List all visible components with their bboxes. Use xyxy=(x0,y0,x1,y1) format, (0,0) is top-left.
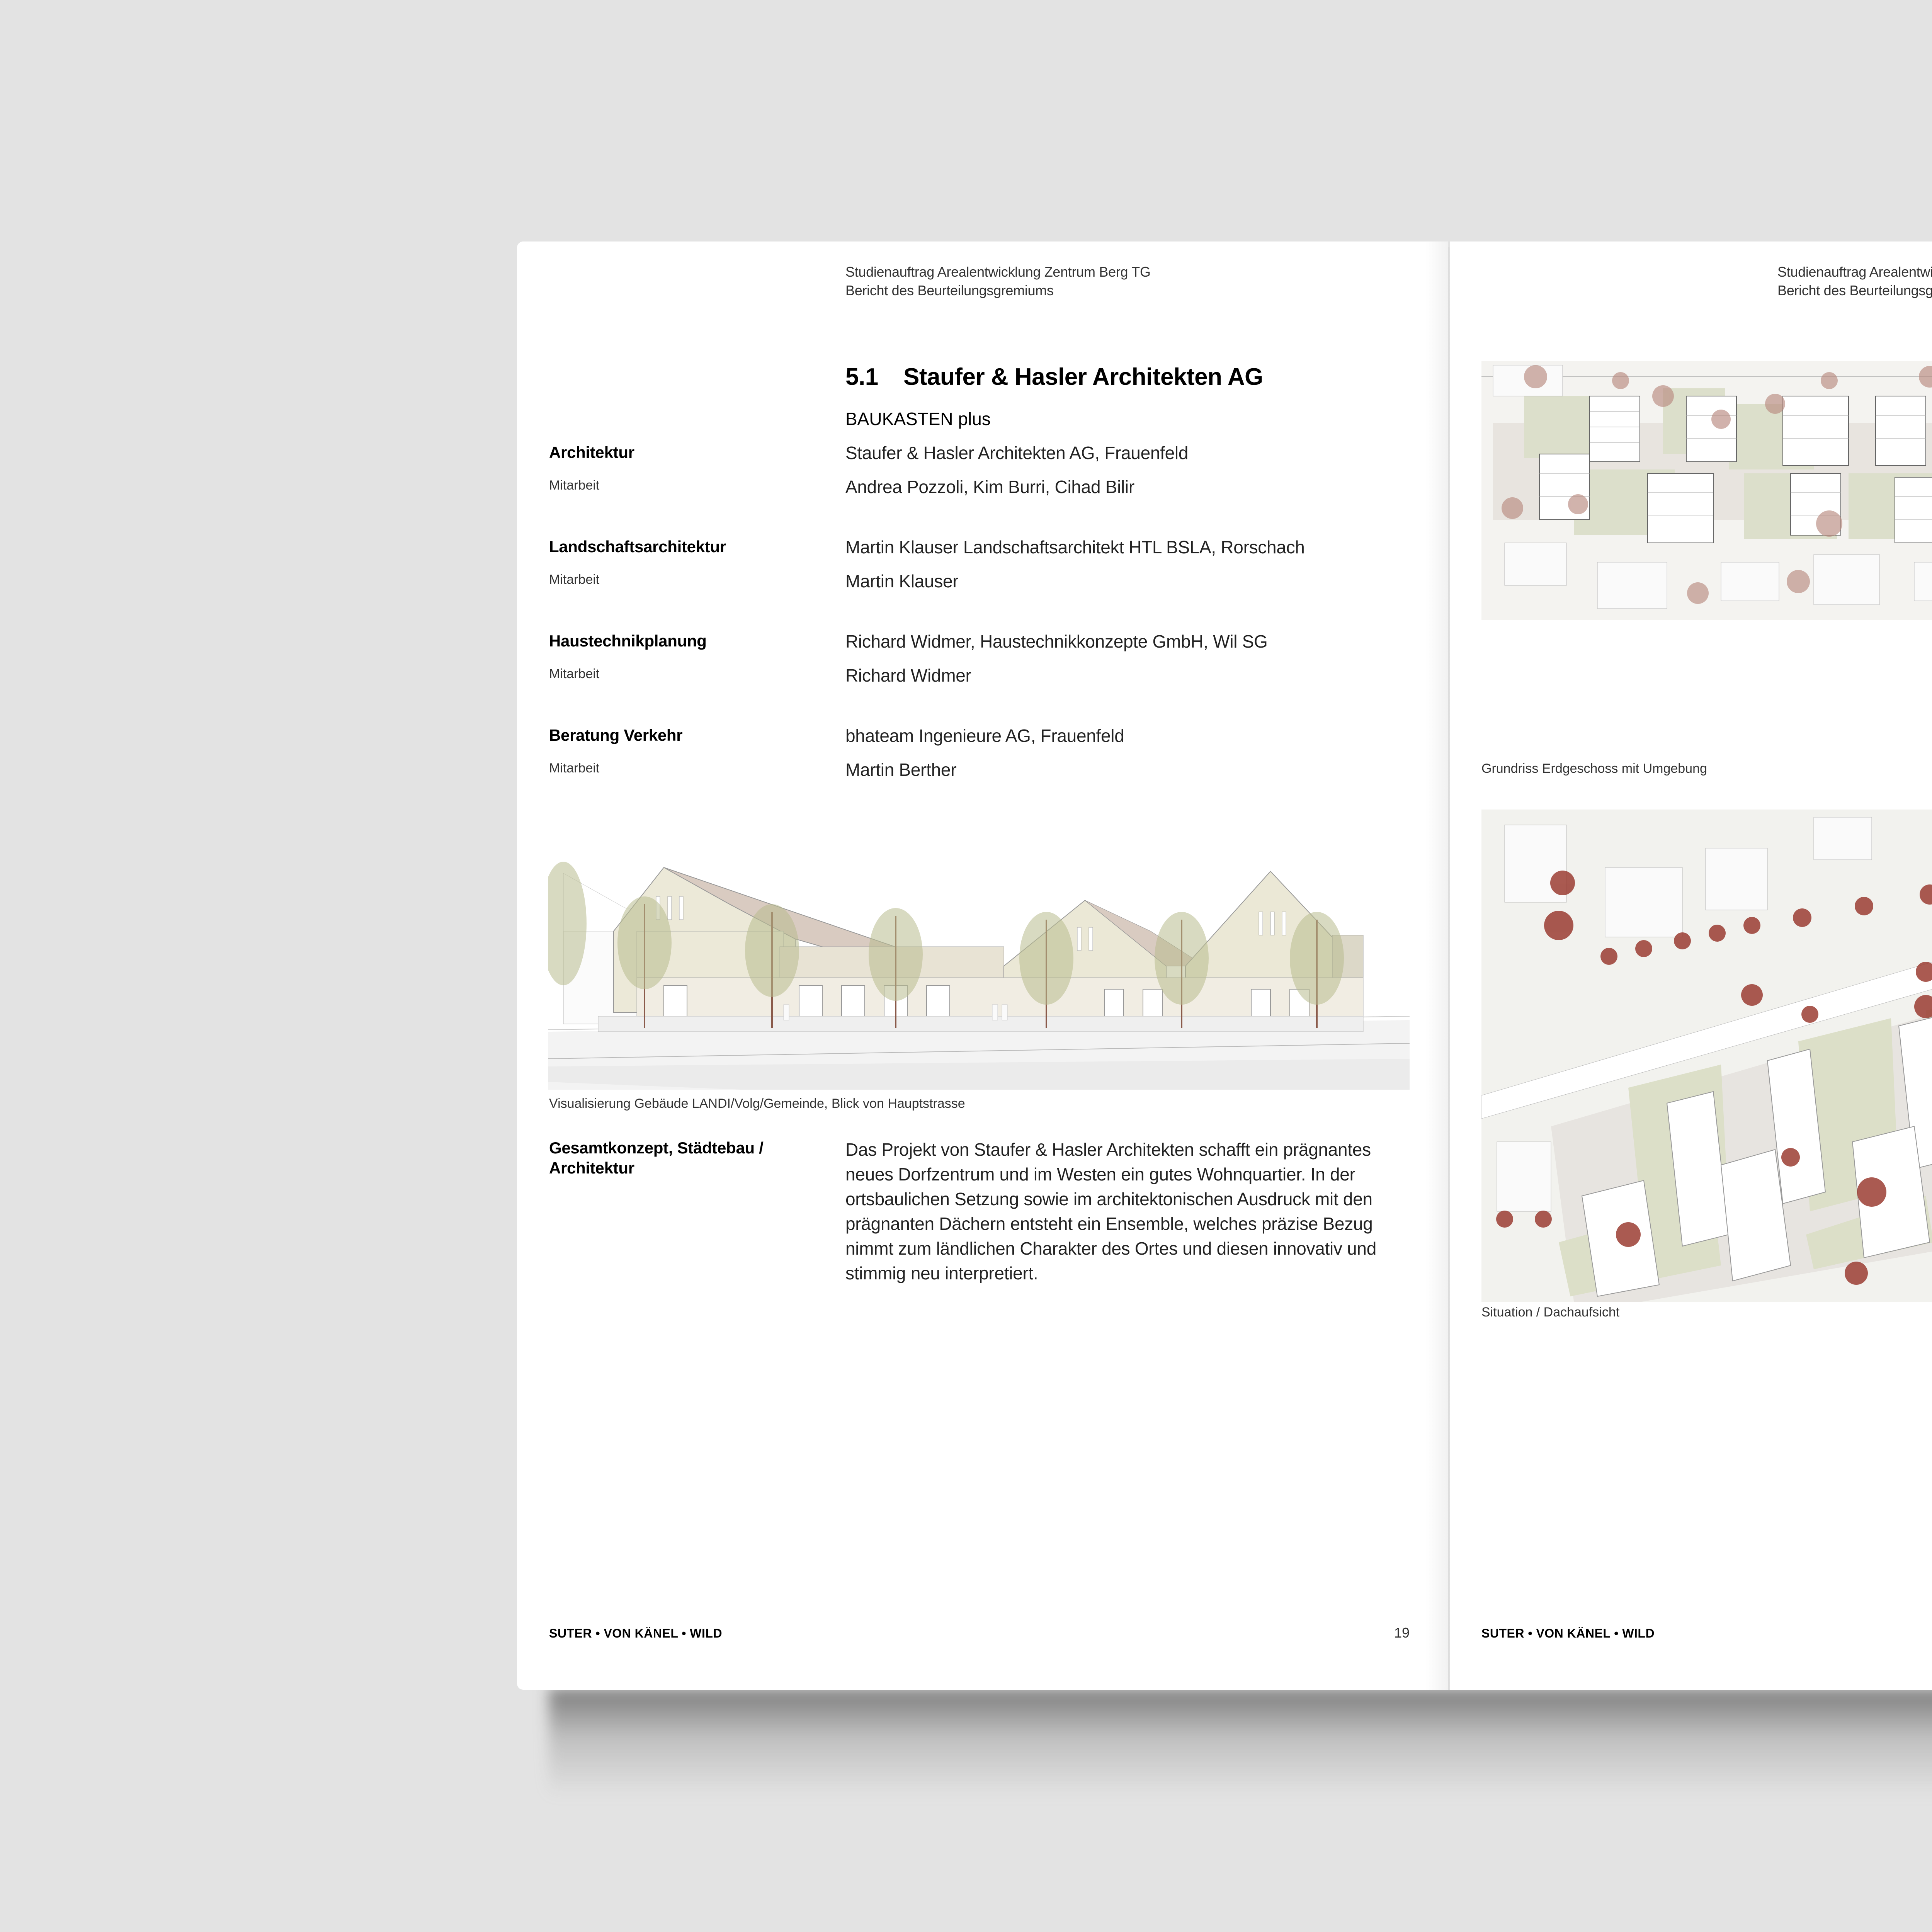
page-number: 19 xyxy=(1394,1625,1410,1641)
team-firm: bhateam Ingenieure AG, Frauenfeld xyxy=(845,726,1124,746)
running-head-subtitle: Bericht des Beurteilungsgremiums xyxy=(845,282,1054,298)
running-head-title: Studienauftrag Arealentwicklung Zentrum … xyxy=(1777,264,1932,280)
site-plan-image xyxy=(1481,810,1932,1302)
project-name: BAUKASTEN plus xyxy=(845,409,991,429)
running-head-subtitle: Bericht des Beurteilungsgremiums xyxy=(1777,282,1932,298)
team-staff: Martin Klauser xyxy=(845,571,959,591)
book-spine xyxy=(1448,247,1450,1690)
team-staff-label: Mitarbeit xyxy=(549,667,600,681)
running-head-title: Studienauftrag Arealentwicklung Zentrum … xyxy=(845,264,1151,280)
running-head: Studienauftrag Arealentwicklung Zentrum … xyxy=(1777,263,1932,300)
assessment-heading: Gesamtkonzept, Städtebau / Architektur xyxy=(549,1138,764,1178)
team-staff: Richard Widmer xyxy=(845,665,971,685)
team-staff-label: Mitarbeit xyxy=(549,572,600,587)
footer-brand: SUTER • VON KÄNEL • WILD xyxy=(549,1626,723,1640)
ground-floor-plan-image: GEMEINDE VOLG LANDI xyxy=(1481,361,1932,620)
ground-floor-plan-caption: Grundriss Erdgeschoss mit Umgebung xyxy=(1481,761,1707,776)
text-line: Das Projekt von Staufer & Hasler Archite… xyxy=(845,1139,1371,1160)
text-line: nimmt zum ländlichen Charakter des Ortes… xyxy=(845,1238,1376,1259)
team-staff: Andrea Pozzoli, Kim Burri, Cihad Bilir xyxy=(845,477,1134,497)
team-firm: Martin Klauser Landschaftsarchitekt HTL … xyxy=(845,537,1305,557)
building-rendering-illustration xyxy=(548,850,1410,1090)
right-page: Studienauftrag Arealentwicklung Zentrum … xyxy=(1450,242,1932,1690)
section-number: 5.1 xyxy=(845,364,878,390)
team-role-label: Haustechnikplanung xyxy=(549,632,707,650)
text-line: neues Dorfzentrum und im Westen ein gute… xyxy=(845,1164,1355,1184)
spread-shadow xyxy=(549,1689,1932,1797)
running-head: Studienauftrag Arealentwicklung Zentrum … xyxy=(845,263,1151,300)
team-role-label: Beratung Verkehr xyxy=(549,726,683,744)
visualization-caption: Visualisierung Gebäude LANDI/Volg/Gemein… xyxy=(549,1096,965,1111)
team-staff-label: Mitarbeit xyxy=(549,761,600,776)
ground-floor-plan-illustration: GEMEINDE VOLG LANDI xyxy=(1481,361,1932,620)
site-plan-illustration xyxy=(1481,810,1932,1302)
section-title: Staufer & Hasler Architekten AG xyxy=(903,364,1263,390)
team-role-label: Architektur xyxy=(549,443,634,461)
text-line: prägnanten Dächern entsteht ein Ensemble… xyxy=(845,1214,1373,1234)
team-firm: Staufer & Hasler Architekten AG, Frauenf… xyxy=(845,443,1189,463)
footer-brand: SUTER • VON KÄNEL • WILD xyxy=(1481,1626,1655,1640)
spine-shading xyxy=(1426,242,1448,1690)
section-heading: 5.1 Staufer & Hasler Architekten AG xyxy=(845,363,1263,391)
team-staff-label: Mitarbeit xyxy=(549,478,600,493)
team-role-label: Landschaftsarchitektur xyxy=(549,537,726,556)
assessment-heading-line: Architektur xyxy=(549,1159,634,1177)
assessment-text: Das Projekt von Staufer & Hasler Archite… xyxy=(845,1137,1417,1286)
team-firm: Richard Widmer, Haustechnikkonzepte GmbH… xyxy=(845,631,1268,651)
team-staff: Martin Berther xyxy=(845,760,957,780)
text-line: stimmig neu interpretiert. xyxy=(845,1263,1038,1283)
left-page: Studienauftrag Arealentwicklung Zentrum … xyxy=(517,242,1448,1690)
text-line: ortsbaulichen Setzung sowie im architekt… xyxy=(845,1189,1372,1209)
site-plan-caption: Situation / Dachaufsicht xyxy=(1481,1305,1620,1320)
visualization-image xyxy=(548,850,1410,1090)
assessment-heading-line: Gesamtkonzept, Städtebau / xyxy=(549,1139,764,1157)
